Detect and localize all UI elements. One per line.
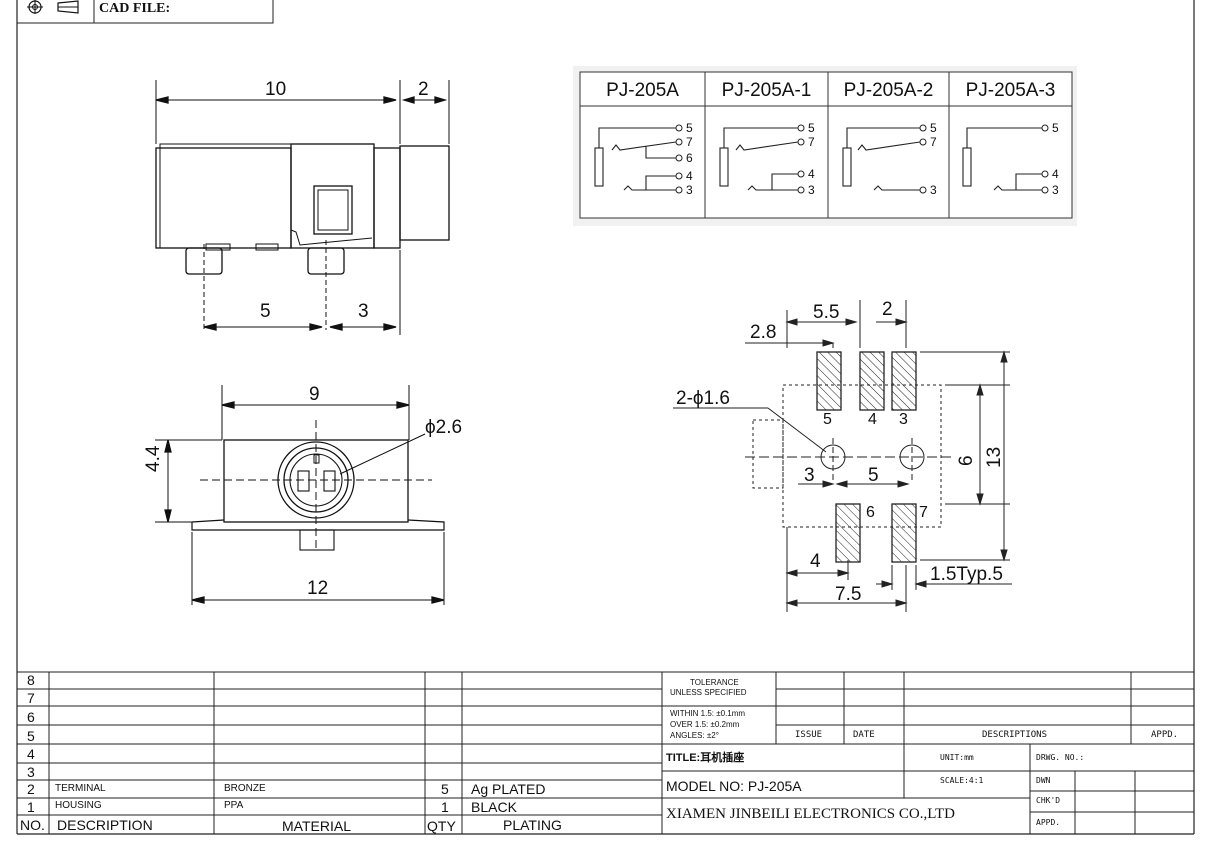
bom-row-no: 1 <box>27 799 35 815</box>
dim-lower-total: 7.5 <box>835 584 862 605</box>
bom-row-no: 4 <box>27 746 35 762</box>
pin-label: 3 <box>686 183 693 197</box>
bom-header-no: NO. <box>20 817 45 833</box>
tolerance-title: TOLERANCE <box>690 678 739 687</box>
unit-label: UNIT:mm <box>940 753 974 762</box>
bom-row-no: 6 <box>27 709 35 725</box>
bom-row-no: 5 <box>27 728 35 744</box>
tolerance-line3: ANGLES: ±2° <box>670 731 719 740</box>
dwn-label: DWN <box>1036 776 1051 785</box>
dim-tail: 2 <box>418 79 429 100</box>
appd-label: APPD. <box>1036 818 1061 827</box>
dim-typ: 1.5Typ.5 <box>930 564 1003 585</box>
holes-label: 2-ϕ1.6 <box>676 388 730 409</box>
dim-pitch: 5.5 <box>813 302 840 323</box>
dim-width: 9 <box>309 384 320 405</box>
dim-diameter: ϕ2.6 <box>425 417 463 438</box>
dim-total: 13 <box>984 446 1005 468</box>
pad-label-4: 4 <box>868 411 877 428</box>
rev-descriptions-header: DESCRIPTIONS <box>982 730 1048 740</box>
pin-label: 3 <box>930 183 937 197</box>
pad-label-3: 3 <box>899 411 908 428</box>
pin-label: 4 <box>1052 167 1059 181</box>
pad-label-5: 5 <box>823 411 832 428</box>
dim-hole-spacing: 5 <box>868 465 879 486</box>
bom-material: PPA <box>224 800 244 811</box>
bom-row-no: 2 <box>27 781 35 797</box>
bom-plating: BLACK <box>471 799 517 815</box>
scale-label: SCALE:4:1 <box>940 776 984 785</box>
tolerance-line2: OVER 1.5: ±0.2mm <box>670 720 740 729</box>
pin-label: 5 <box>930 121 937 135</box>
bom-material: BRONZE <box>224 783 266 794</box>
dim-base-width: 12 <box>307 578 329 599</box>
dim-length: 10 <box>265 79 287 100</box>
bom-description: TERMINAL <box>55 783 106 794</box>
bom-description: HOUSING <box>55 800 102 811</box>
pin-label: 5 <box>1052 121 1059 135</box>
projection-symbol-icon <box>27 0 79 14</box>
bom-row-no: 7 <box>27 690 35 706</box>
dim-row: 6 <box>956 455 977 466</box>
cad-file-label: CAD FILE: <box>99 1 171 16</box>
bom-qty: 5 <box>441 781 449 797</box>
bom-plating: Ag PLATED <box>471 781 546 797</box>
tolerance-line1: WITHIN 1.5: ±0.1mm <box>670 709 746 718</box>
dim-lower: 4 <box>810 551 821 572</box>
variant-pj-205a-1: PJ-205A-1 <box>721 80 812 101</box>
variant-pj-205a: PJ-205A <box>606 80 679 101</box>
pin-label: 6 <box>686 151 693 165</box>
bom-header-description: DESCRIPTION <box>57 817 153 833</box>
pad-label-7: 7 <box>919 504 928 521</box>
pad-label-6: 6 <box>866 504 875 521</box>
bom-row-no: 8 <box>27 672 35 688</box>
rev-appd-header: APPD. <box>1151 730 1179 740</box>
dim-pin-spacing: 5 <box>260 301 271 322</box>
dim-edge: 2.8 <box>750 322 777 343</box>
dim-hole-offset: 3 <box>804 465 815 486</box>
bom-qty: 1 <box>441 799 449 815</box>
dim-height: 4.4 <box>143 445 164 472</box>
pin-label: 3 <box>1052 183 1059 197</box>
pin-label: 4 <box>686 169 693 183</box>
model-number: MODEL NO: PJ-205A <box>666 778 802 794</box>
bom-header-qty: QTY <box>427 818 456 834</box>
chkd-label: CHK'D <box>1036 796 1061 805</box>
pin-label: 7 <box>808 135 815 149</box>
bom-row-no: 3 <box>27 764 35 780</box>
pin-label: 7 <box>686 135 693 149</box>
pin-label: 4 <box>808 167 815 181</box>
drawing-title: TITLE:耳机插座 <box>666 752 745 764</box>
bom-header-plating: PLATING <box>503 817 562 833</box>
tolerance-sub: UNLESS SPECIFIED <box>670 688 747 697</box>
drwg-no-label: DRWG. NO.: <box>1036 753 1085 762</box>
pin-label: 7 <box>930 135 937 149</box>
rev-issue-header: ISSUE <box>795 730 823 740</box>
variant-pj-205a-3: PJ-205A-3 <box>965 80 1056 101</box>
variant-pj-205a-2: PJ-205A-2 <box>843 80 934 101</box>
pin-label: 3 <box>808 183 815 197</box>
pin-label: 5 <box>808 121 815 135</box>
pin-label: 5 <box>686 121 693 135</box>
dim-pin-offset: 3 <box>358 301 369 322</box>
dim-pad-width: 2 <box>882 299 893 320</box>
company-name: XIAMEN JINBEILI ELECTRONICS CO.,LTD <box>666 806 956 822</box>
rev-date-header: DATE <box>853 730 875 740</box>
bom-header-material: MATERIAL <box>282 818 351 834</box>
